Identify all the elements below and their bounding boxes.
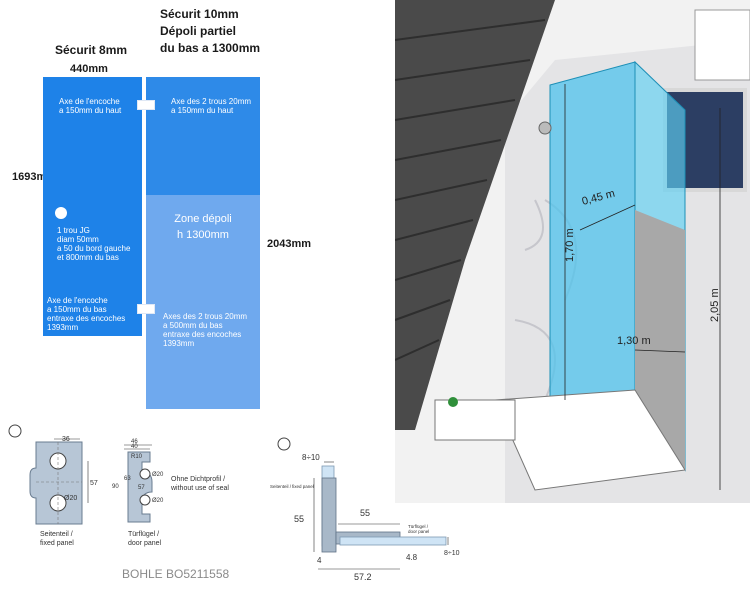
dim-top: 8÷10 xyxy=(302,453,320,462)
note-line: entraxe des encoches xyxy=(163,330,242,339)
note-hole: 1 trou JG diam 50mm a 50 du bord gauche … xyxy=(57,226,130,262)
note-holes-top: Axe des 2 trous 20mm a 150mm du haut xyxy=(171,97,251,115)
zone-line: Zone dépoli xyxy=(174,213,232,225)
sink-counter xyxy=(434,399,516,441)
seal-note-1: Ohne Dichtprofil / xyxy=(171,476,225,483)
door-height-label: 2043mm xyxy=(267,238,312,250)
door-label-2: door panel xyxy=(408,529,429,534)
note-line: et 800mm du bas xyxy=(57,253,119,262)
dim-90: 90 xyxy=(112,484,119,490)
shower-head-icon xyxy=(538,121,552,135)
note-line: Axes des 2 trous 20mm xyxy=(163,312,248,321)
door-caption-1: Türflügel / xyxy=(128,531,159,538)
note-line: Axe des 2 trous 20mm xyxy=(171,97,252,106)
dim-55-top: 55 xyxy=(360,508,370,518)
note-line: a 500mm du bas xyxy=(163,321,223,330)
hole-marker xyxy=(55,207,67,219)
door-header-line-1: Sécurit 10mm xyxy=(160,7,239,21)
dim-40: 40 xyxy=(131,444,138,450)
shower-3d-render: 0,45 m 1,70 m 2,05 m 1,30 m xyxy=(395,0,750,503)
fixed-panel-cutout xyxy=(29,441,83,525)
note-line: a 150mm du haut xyxy=(171,106,234,115)
note-line: a 50 du bord gauche xyxy=(57,244,131,253)
note-notch-top: Axe de l'encoche a 150mm du haut xyxy=(59,97,121,115)
note-line: a 150mm du haut xyxy=(59,106,122,115)
note-line: Axe de l'encoche xyxy=(47,296,108,305)
fixed-label-2: fixed panel xyxy=(292,484,314,489)
detail-a-marker xyxy=(277,437,291,451)
note-line: 1393mm xyxy=(47,323,79,332)
dim-4: 4 xyxy=(317,556,322,565)
fixed-caption-2: fixed panel xyxy=(40,540,74,547)
door-hole-icon xyxy=(139,494,151,506)
granite-wall xyxy=(635,210,685,470)
dim-46: 46 xyxy=(131,439,138,445)
dim-572: 57.2 xyxy=(354,572,372,582)
dim-36: 36 xyxy=(62,436,70,443)
note-notch-bottom: Axe de l'encoche a 150mm du bas entraxe … xyxy=(47,296,125,332)
bottle-icon xyxy=(448,397,458,407)
note-line: entraxe des encoches xyxy=(47,314,126,323)
door-header-line-2: Dépoli partiel xyxy=(160,24,237,38)
note-line: Axe de l'encoche xyxy=(59,97,120,106)
dim-d20b: Ø20 xyxy=(152,472,164,478)
dim-63: 63 xyxy=(124,476,131,482)
zone-line: h 1300mm xyxy=(177,229,229,241)
wall-cabinet xyxy=(694,9,750,81)
dim-130: 1,30 m xyxy=(617,335,651,347)
hinge-body-vertical xyxy=(321,477,337,553)
dim-55-left: 55 xyxy=(294,514,304,524)
door-caption-2: door panel xyxy=(128,540,162,547)
fixed-caption-1: Seitenteil / xyxy=(40,531,73,538)
fixed-hole-icon xyxy=(49,452,67,470)
door-label-1: Türflügel / xyxy=(408,524,429,529)
note-line: a 150mm du bas xyxy=(47,305,107,314)
detail-a-marker xyxy=(8,424,22,438)
brand-reference: BOHLE BO5211558 xyxy=(122,567,230,581)
roof-tiles xyxy=(395,0,555,430)
zone-label: Zone dépoli h 1300mm xyxy=(146,211,260,243)
door-glass-clear-zone xyxy=(146,77,260,195)
fixed-panel-header: Sécurit 8mm xyxy=(55,43,128,57)
hinge-detail-drawing: 36 57 Ø20 Seitenteil / fixed panel 46 40… xyxy=(0,412,270,595)
fixed-label-1: Seitenteil / xyxy=(270,484,292,489)
note-line: 1393mm xyxy=(163,339,195,348)
dim-57: 57 xyxy=(90,480,98,487)
fixed-width-label: 440mm xyxy=(70,63,108,75)
top-hinge-notch xyxy=(137,100,155,110)
door-header-line-3: du bas a 1300mm xyxy=(160,41,261,55)
note-holes-bottom: Axes des 2 trous 20mm a 500mm du bas ent… xyxy=(163,312,247,348)
door-glass-frosted-zone xyxy=(146,195,260,409)
dim-205: 2,05 m xyxy=(709,288,721,322)
door-glass-section xyxy=(339,536,447,546)
door-hole-icon xyxy=(139,468,151,480)
dim-right: 8÷10 xyxy=(444,550,460,557)
fixed-glass-panel xyxy=(43,77,142,336)
dim-170: 1,70 m xyxy=(564,228,576,262)
dim-d20c: Ø20 xyxy=(152,498,164,504)
dim-48: 4.8 xyxy=(406,553,418,562)
note-line: 1 trou JG xyxy=(57,226,90,235)
dim-57b: 57 xyxy=(138,485,145,491)
note-line: diam 50mm xyxy=(57,235,99,244)
dim-d20: Ø20 xyxy=(64,495,77,502)
seal-note-2: without use of seal xyxy=(170,485,229,492)
shower-tray xyxy=(494,389,686,491)
bottom-hinge-notch xyxy=(137,304,155,314)
dim-r10: R10 xyxy=(131,454,143,460)
door-panel-header: Sécurit 10mm Dépoli partiel du bas a 130… xyxy=(160,6,260,57)
glass-panel-fixed xyxy=(549,61,636,401)
